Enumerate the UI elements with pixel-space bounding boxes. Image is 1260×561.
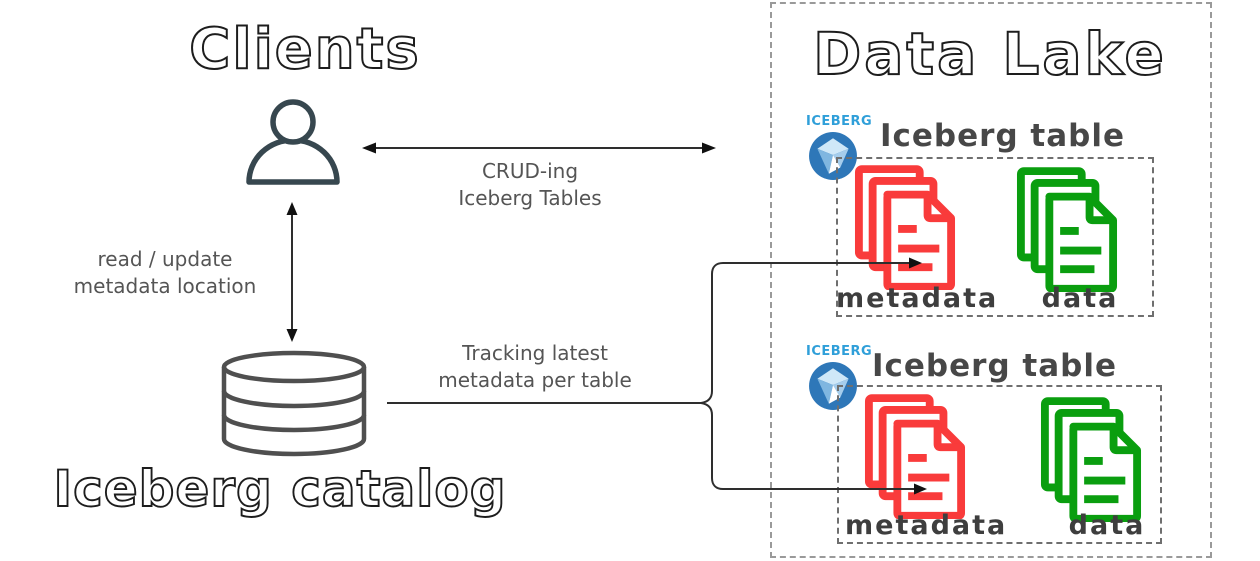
iceberg-table-1-title: Iceberg table [880, 118, 1126, 154]
data-file-stack-icon [1016, 167, 1118, 292]
data-label: data [1041, 283, 1119, 314]
crud-label-line2: Iceberg Tables [458, 186, 602, 210]
read-update-label-line1: read / update [97, 247, 233, 271]
data-lake-title: Data Lake [813, 20, 1167, 88]
iceberg-table-2-title: Iceberg table [872, 348, 1118, 384]
person-icon [246, 99, 340, 185]
tracking-label-line2: metadata per table [438, 368, 632, 392]
arrowhead [286, 202, 298, 215]
catalog-title: Iceberg catalog [53, 460, 506, 518]
metadata-file-stack-icon [854, 165, 956, 290]
metadata-label: metadata [836, 283, 999, 314]
crud-label-line1: CRUD-ing [481, 159, 579, 183]
data-lake-heading-container: Data Lake [812, 19, 1167, 89]
iceberg-logo-text: ICEBERG [806, 114, 873, 129]
iceberg-logo-text: ICEBERG [806, 344, 873, 359]
arrowhead [362, 142, 376, 154]
clients-title: Clients [189, 17, 420, 82]
crud-edge-label: CRUD-ing Iceberg Tables [400, 158, 660, 212]
clients-heading-container: Clients [188, 16, 420, 83]
tracking-label-line1: Tracking latest [462, 341, 608, 365]
arrowhead [702, 142, 716, 154]
arrowhead [286, 329, 298, 342]
database-cylinder-icon [221, 350, 367, 457]
read-update-label-line2: metadata location [73, 274, 257, 298]
tracking-edge-label: Tracking latest metadata per table [420, 340, 650, 394]
read-update-edge-label: read / update metadata location [60, 246, 270, 300]
catalog-heading-container: Iceberg catalog [53, 459, 507, 519]
iceberg-table-1-box [836, 157, 1154, 317]
data-label: data [1068, 510, 1146, 541]
data-file-stack-icon [1040, 397, 1142, 522]
metadata-file-stack-icon [864, 394, 966, 519]
metadata-label: metadata [845, 510, 1008, 541]
